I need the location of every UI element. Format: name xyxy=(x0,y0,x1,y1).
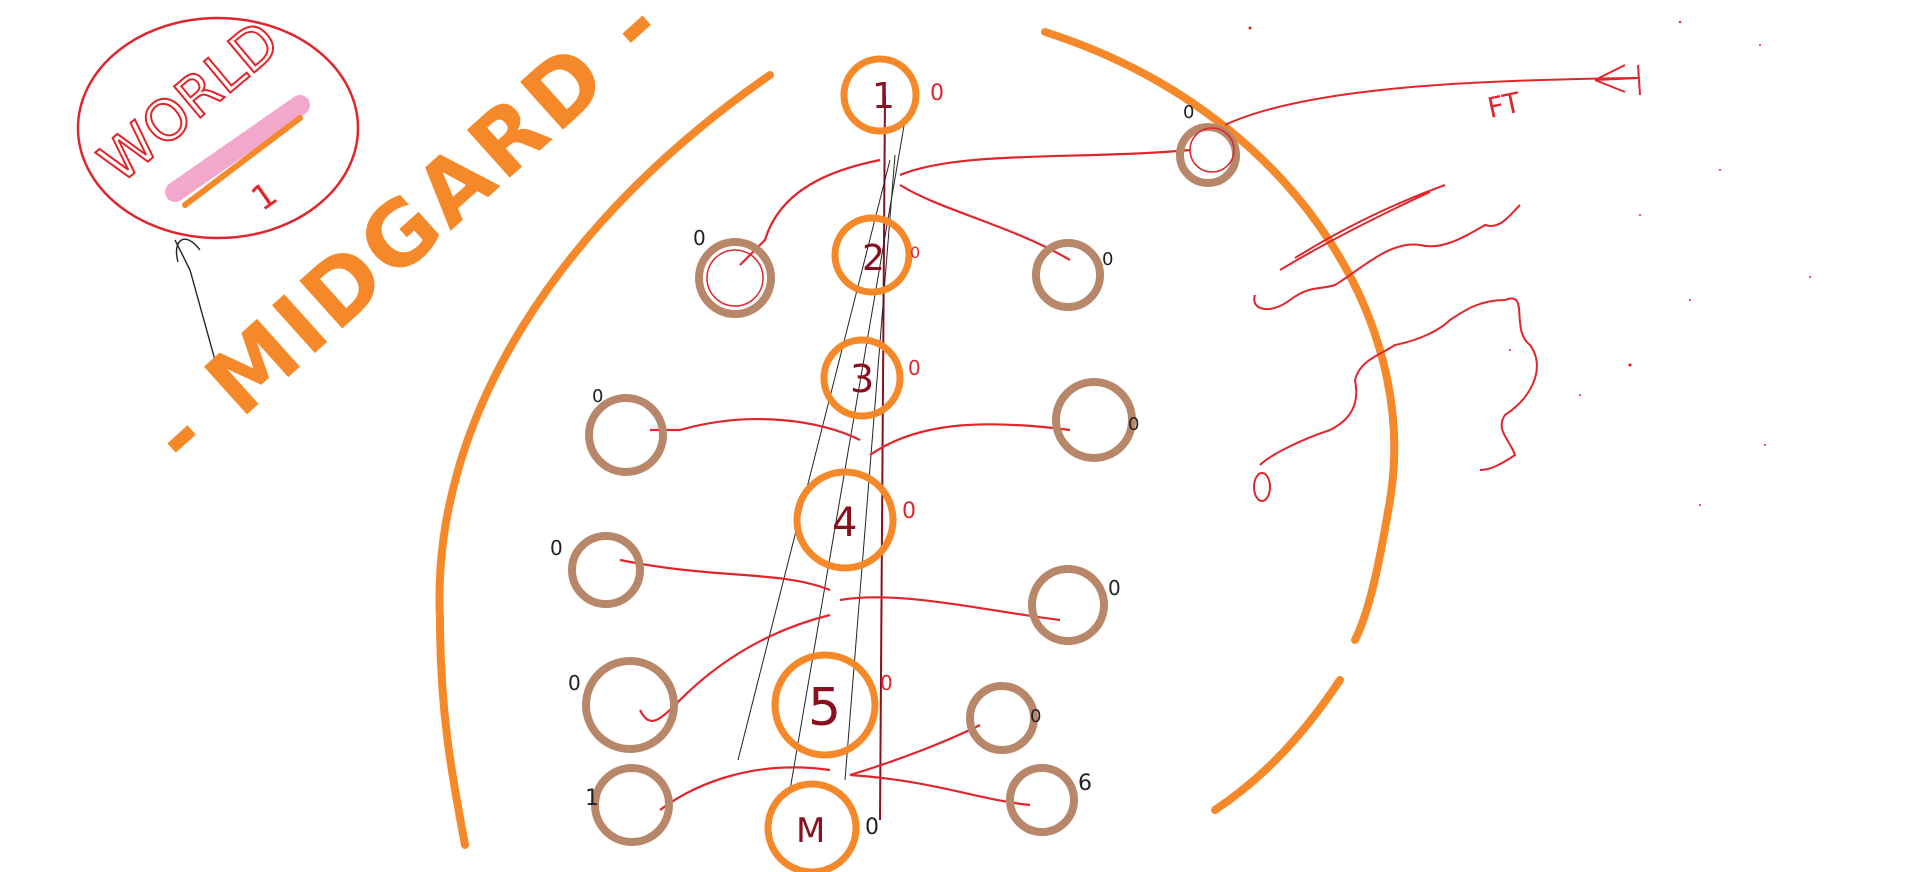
branch-node-left-2[interactable]: 0 xyxy=(693,226,775,318)
portal-exit: FT xyxy=(1224,64,1641,126)
connector-M-right xyxy=(849,773,1031,807)
branch-count: 0 xyxy=(1030,706,1041,727)
main-node-count: 0 xyxy=(865,815,879,840)
main-node-1[interactable]: 1 0 xyxy=(840,55,944,135)
arrow-icon xyxy=(1594,64,1641,96)
terrain-scribbles xyxy=(1253,184,1538,502)
right-boundary-arc-lower xyxy=(1211,676,1344,814)
main-node-2[interactable]: 2 0 xyxy=(831,214,920,296)
speck-dots xyxy=(1248,20,1811,506)
main-node-label: M xyxy=(796,811,825,851)
branch-node-right-3[interactable]: 0 xyxy=(1052,378,1139,462)
main-node-5[interactable]: 5 0 xyxy=(771,651,893,759)
main-node-label: 2 xyxy=(862,238,885,279)
main-node-4[interactable]: 4 0 xyxy=(793,468,916,572)
main-node-count: 0 xyxy=(902,499,916,524)
connector-5-left xyxy=(639,613,831,722)
portal-node[interactable]: 0 xyxy=(1176,102,1240,187)
branch-count: 1 xyxy=(585,786,599,811)
highlight-stroke xyxy=(165,95,310,202)
branch-count: 0 xyxy=(693,226,706,250)
spine-main xyxy=(879,94,886,821)
branch-node-right-2[interactable]: 0 xyxy=(1032,239,1113,311)
main-node-3[interactable]: 3 0 xyxy=(820,336,921,420)
boundary-arcs xyxy=(435,28,1399,849)
main-node-m[interactable]: M 0 xyxy=(764,780,879,872)
scribble-ridge xyxy=(1253,204,1521,310)
main-node-label: 5 xyxy=(808,678,841,738)
connector-4-left xyxy=(619,558,831,592)
connector-2-left xyxy=(739,158,881,266)
main-node-label: 1 xyxy=(872,76,895,117)
branch-node-right-5[interactable]: 0 xyxy=(966,682,1041,754)
main-node-label: 3 xyxy=(850,357,874,401)
portal-exit-line xyxy=(1224,77,1641,126)
guide-line-center xyxy=(789,119,906,791)
branch-count: 0 xyxy=(1102,249,1113,270)
branch-node-left-5[interactable]: 0 xyxy=(568,657,678,753)
pointer-line xyxy=(174,239,216,361)
branch-count: 0 xyxy=(568,671,581,695)
branch-node-left-m[interactable]: 1 xyxy=(585,764,673,846)
scribble-double-line xyxy=(1279,184,1446,271)
branch-node-left-3[interactable]: 0 xyxy=(585,386,667,476)
branch-count: 0 xyxy=(550,536,563,560)
main-node-count: 0 xyxy=(930,81,944,106)
portal-label: FT xyxy=(1485,86,1525,125)
connector-4-right xyxy=(839,596,1061,622)
main-node-count: 0 xyxy=(910,243,920,262)
world-number: 1 xyxy=(244,174,285,219)
main-node-count: 0 xyxy=(880,671,893,695)
branch-node-right-4[interactable]: 0 xyxy=(1028,565,1121,645)
pointer-hook xyxy=(175,238,201,263)
main-node-label: 4 xyxy=(832,500,857,546)
scribble-loop xyxy=(1253,472,1271,502)
branch-count: 0 xyxy=(592,386,603,407)
branch-count: 6 xyxy=(1078,771,1092,796)
connector-3-right xyxy=(869,423,1071,456)
connector-3-left xyxy=(650,418,861,441)
spine-lines xyxy=(737,94,906,821)
connector-M-left xyxy=(659,766,831,811)
main-node-count: 0 xyxy=(908,356,921,380)
connector-1-portal xyxy=(899,148,1191,177)
branch-nodes: 0 0 0 0 0 0 0 0 xyxy=(550,102,1240,846)
branch-count: 0 xyxy=(1128,414,1139,435)
guide-line-right xyxy=(844,154,896,781)
guide-line-left xyxy=(737,159,891,761)
main-nodes: 1 0 2 0 3 0 4 0 5 0 M 0 xyxy=(764,55,944,872)
world-title: WORLD xyxy=(87,9,292,196)
scribble-outline xyxy=(1259,297,1538,471)
right-boundary-arc-upper xyxy=(1041,28,1399,644)
branch-node-left-4[interactable]: 0 xyxy=(550,532,644,608)
left-boundary-arc xyxy=(435,71,774,849)
branch-node-right-m[interactable]: 6 xyxy=(1006,764,1092,836)
branch-count: 0 xyxy=(1183,102,1194,123)
branch-count: 0 xyxy=(1108,576,1121,600)
world-badge-circle xyxy=(76,16,360,240)
underline-stroke xyxy=(182,115,303,208)
